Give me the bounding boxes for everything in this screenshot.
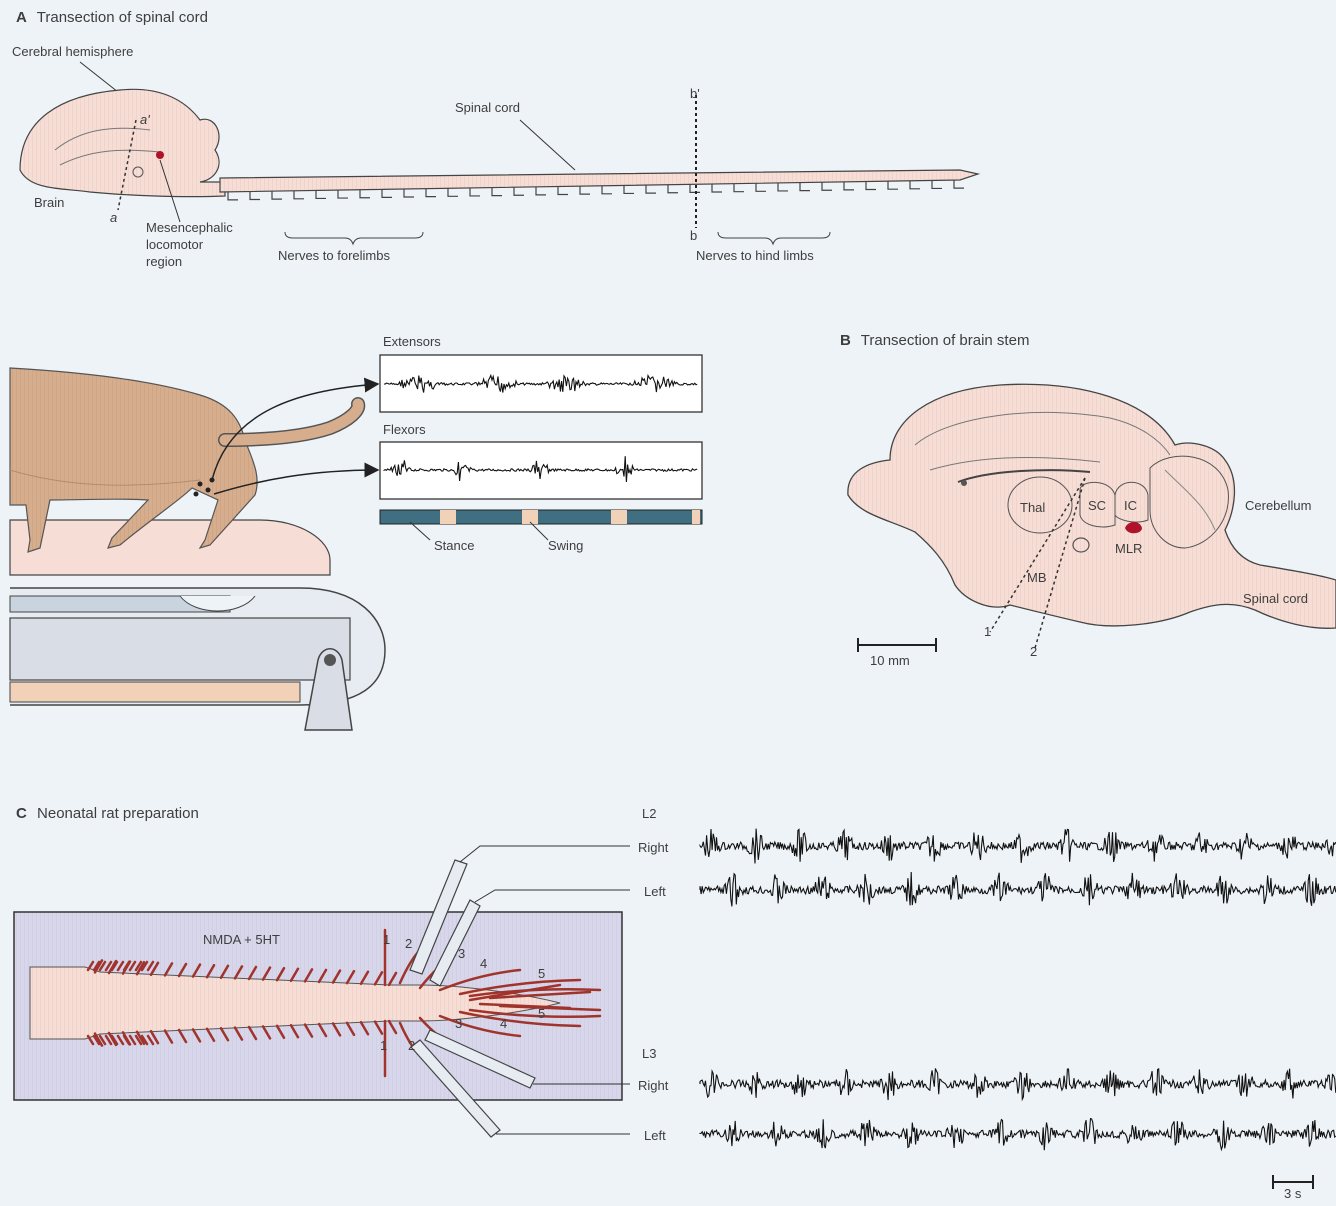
mlr-marker-a — [156, 151, 164, 159]
stance-label: Stance — [434, 538, 474, 553]
panel-c-title: C Neonatal rat preparation — [16, 805, 199, 822]
scale-10mm-label: 10 mm — [870, 653, 910, 668]
l3-right-label: Right — [638, 1078, 669, 1093]
nerves-hindlimbs-label: Nerves to hind limbs — [696, 248, 814, 263]
cerebral-hemisphere-label: Cerebral hemisphere — [12, 44, 133, 59]
root-2-bottom: 2 — [408, 1038, 415, 1053]
a-prime-label: a' — [140, 112, 150, 127]
root-1-bottom: 1 — [380, 1038, 387, 1053]
mb-label: MB — [1027, 570, 1047, 585]
mlr-label: MLR — [1115, 541, 1142, 556]
hindlimb-bracket — [718, 232, 830, 244]
b-label: b — [690, 228, 697, 243]
l2-right-label: Right — [638, 840, 669, 855]
panel-c: C Neonatal rat preparation NMDA + 5HT 1 … — [14, 805, 1336, 1201]
root-5-bottom: 5 — [538, 1006, 545, 1021]
root-4-top: 4 — [480, 956, 487, 971]
step-cycle-bar — [380, 510, 702, 524]
ventral-root-recordings — [700, 829, 1336, 1151]
spinal-cord-b-label: Spinal cord — [1243, 591, 1308, 606]
brain-label: Brain — [34, 195, 64, 210]
flexors-label: Flexors — [383, 422, 426, 437]
cat-treadmill-drawing — [10, 368, 385, 730]
root-2-top: 2 — [405, 936, 412, 951]
sc-label: SC — [1088, 498, 1106, 513]
a-label: a — [110, 210, 117, 225]
l3-label: L3 — [642, 1046, 656, 1061]
swing-label: Swing — [548, 538, 583, 553]
cat-brain-drawing — [20, 89, 225, 196]
spinal-cord-label: Spinal cord — [455, 100, 520, 115]
spinal-cord-drawing — [220, 170, 978, 200]
cerebellum-label: Cerebellum — [1245, 498, 1311, 513]
l2-left-label: Left — [644, 884, 666, 899]
ic-label: IC — [1124, 498, 1137, 513]
scale-bar-10mm — [858, 638, 936, 652]
extensors-label: Extensors — [383, 334, 441, 349]
forelimb-bracket — [285, 232, 423, 244]
panel-b: B Transection of brain stem Thal SC IC C… — [840, 332, 1336, 668]
scale-3s-label: 3 s — [1284, 1186, 1302, 1201]
root-1-top: 1 — [383, 932, 390, 947]
cut-2-label: 2 — [1030, 644, 1037, 659]
root-5-top: 5 — [538, 966, 545, 981]
l3-left-label: Left — [644, 1128, 666, 1143]
l2-label: L2 — [642, 806, 656, 821]
b-prime-label: b' — [690, 86, 700, 101]
drug-label: NMDA + 5HT — [203, 932, 280, 947]
thal-label: Thal — [1020, 500, 1045, 515]
panel-a-title: A Transection of spinal cord — [16, 9, 208, 26]
extensor-emg-box — [380, 355, 702, 412]
mlr-label-line3: region — [146, 254, 182, 269]
cut-1-label: 1 — [984, 624, 991, 639]
nerves-forelimbs-label: Nerves to forelimbs — [278, 248, 390, 263]
mlr-label-line1: Mesencephalic — [146, 220, 233, 235]
panel-b-title: B Transection of brain stem — [840, 332, 1029, 349]
panel-a: A Transection of spinal cord Cerebral he… — [10, 9, 978, 730]
root-4-bottom: 4 — [500, 1016, 507, 1031]
root-3-bottom: 3 — [455, 1016, 462, 1031]
root-3-top: 3 — [458, 946, 465, 961]
mlr-label-line2: locomotor — [146, 237, 204, 252]
